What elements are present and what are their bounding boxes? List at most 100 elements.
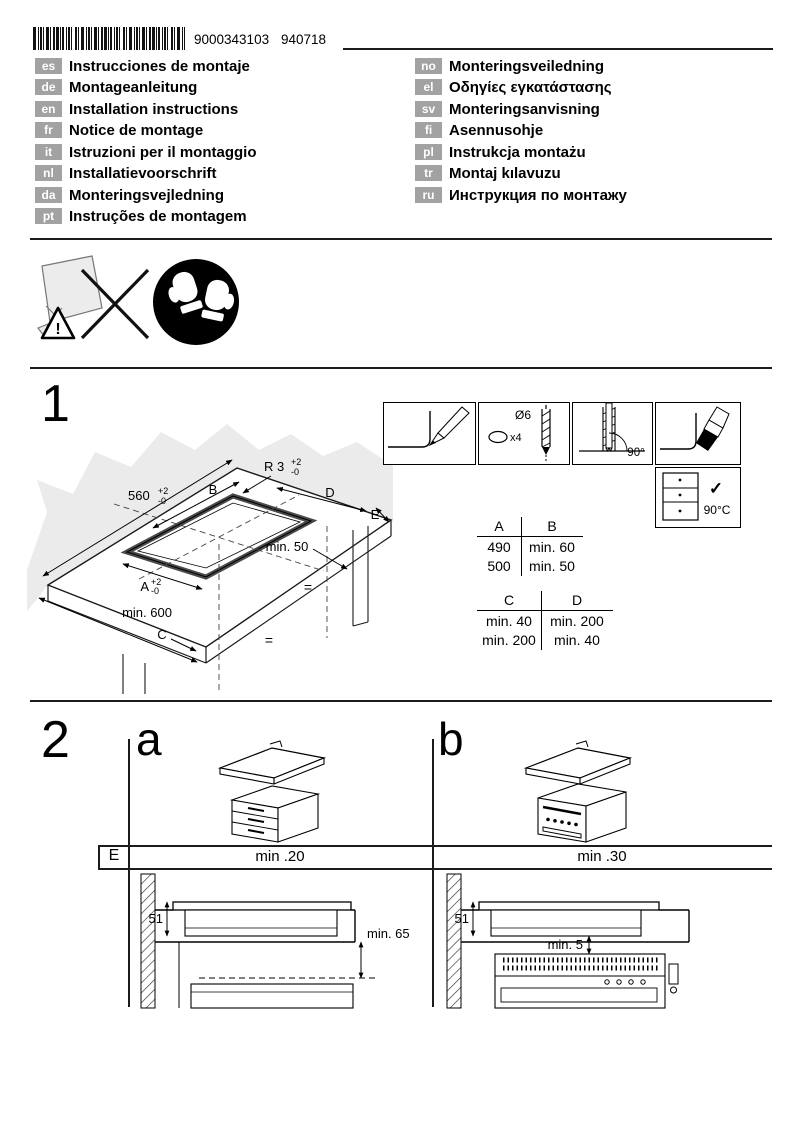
oven-below-b <box>494 953 666 1009</box>
broken-glass-warning-icon: ! <box>37 255 150 340</box>
saw-angle-label: 90° <box>627 447 644 459</box>
language-row-es: es Instrucciones de montaje <box>35 57 250 75</box>
language-row-sv: sv Monteringsanvisning <box>415 100 600 118</box>
mounting-bracket <box>668 963 679 985</box>
language-code-badge: en <box>35 101 62 117</box>
e-row-top-line <box>98 845 772 847</box>
oven-door <box>500 987 658 1003</box>
detail-box-saw-cut: 90° <box>572 402 653 465</box>
table-cd-cell: min. 40 <box>486 613 532 629</box>
language-title: Notice de montage <box>69 121 204 139</box>
gap-a-value: min .20 <box>255 848 305 865</box>
table-ab-header-a: A <box>494 518 504 534</box>
language-code-badge: de <box>35 79 62 95</box>
table-cd: C D min. 40 min. 200 min. 200 min. 40 <box>477 591 613 650</box>
language-row-pl: pl Instrukcja montażu <box>415 143 586 161</box>
language-title: Monteringsveiledning <box>449 57 605 75</box>
table-cd-header-c: C <box>503 592 515 608</box>
table-cd-cell: min. 40 <box>554 632 600 648</box>
language-code-badge: pt <box>35 208 62 224</box>
language-row-fi: fi Asennusohje <box>415 121 543 139</box>
wear-gloves-icon <box>153 259 239 345</box>
table-cd-header-d: D <box>571 592 583 608</box>
barcode-number: 9000343103 <box>194 32 270 47</box>
dim-label-b: B <box>209 482 218 497</box>
language-row-da: da Monteringsvejledning <box>35 186 224 204</box>
language-code-badge: da <box>35 187 62 203</box>
table-ab-cell: 500 <box>487 558 511 574</box>
language-title: Οδηγίες εγκατάστασης <box>449 78 612 96</box>
jigsaw-cut-icon: 90° <box>579 402 645 459</box>
detail-box-drill-holes: Ø6 x4 <box>478 402 570 465</box>
step-1-number: 1 <box>41 375 70 433</box>
worktop-profile <box>155 909 356 943</box>
worktop-cutout-diagram: 560 +2 -0 R 3 +2 -0 B D E min. 50 A +2 -… <box>25 424 395 700</box>
language-title: Instrukcja montażu <box>449 143 586 161</box>
language-code-badge: el <box>415 79 442 95</box>
equal-mark-2: = <box>265 632 273 648</box>
dim-a-tol-plus: +2 <box>151 577 161 587</box>
language-title: Montaj kılavuzu <box>449 164 561 182</box>
language-code-badge: no <box>415 58 442 74</box>
sealant-brush-icon <box>660 406 730 451</box>
wall-hatch <box>446 873 462 1009</box>
cabinet-lines <box>122 526 369 694</box>
dim-width-tol-plus: +2 <box>158 486 168 496</box>
dim-label-c: C <box>157 627 166 642</box>
hob-height-a: 51 <box>149 911 163 926</box>
dim-label-e: E <box>371 507 380 522</box>
dim-min600: min. 600 <box>122 605 172 620</box>
language-title: Инструкция по монтажу <box>449 186 627 204</box>
detail-box-heat-resistance: ✓ 90°C <box>655 467 741 528</box>
gap-b-value: min .30 <box>577 848 627 865</box>
clearance-a: min. 65 <box>367 926 410 941</box>
dim-radius-tol-plus: +2 <box>291 457 301 467</box>
dim-width-tol-minus: -0 <box>158 496 166 506</box>
hob-top-plate <box>478 901 660 911</box>
table-ab-column-divider <box>521 517 523 576</box>
dim-label-d: D <box>325 485 334 500</box>
table-cd-header-divider <box>477 610 613 612</box>
pencil-marking-icon <box>388 406 470 448</box>
language-row-it: it Istruzioni per il montaggio <box>35 143 257 161</box>
header-divider <box>343 48 773 50</box>
variant-b-label: b <box>438 713 464 765</box>
check-mark: ✓ <box>709 479 723 498</box>
language-row-el: el Οδηγίες εγκατάστασης <box>415 78 612 96</box>
dim-a-tol-minus: -0 <box>151 586 159 596</box>
language-code-badge: es <box>35 58 62 74</box>
table-ab-header-b: B <box>547 518 557 534</box>
drawer-unit-isometric <box>217 740 327 843</box>
cross-out-icon <box>80 268 150 340</box>
temperature-limit-label: 90°C <box>704 503 731 517</box>
step-2-number: 2 <box>41 711 70 769</box>
hole-count-label: x4 <box>510 432 522 444</box>
hob-height-b: 51 <box>455 911 469 926</box>
worktop-profile <box>461 909 690 943</box>
table-ab-header-divider <box>477 536 583 538</box>
detail-box-mark-outline <box>383 402 476 465</box>
language-title: Istruzioni per il montaggio <box>69 143 257 161</box>
date-code: 940718 <box>281 32 327 47</box>
variant-a-divider <box>128 739 130 1007</box>
language-title: Instruções de montagem <box>69 207 247 225</box>
table-ab-cell: 490 <box>487 539 511 555</box>
language-code-badge: it <box>35 144 62 160</box>
variant-a-label: a <box>136 713 162 765</box>
appliance-below-a <box>190 983 354 1009</box>
dim-width: 560 <box>128 488 150 503</box>
language-title: Instrucciones de montaje <box>69 57 250 75</box>
e-row-label: E <box>108 847 120 864</box>
clearance-b: min. 5 <box>548 937 583 952</box>
divider-section1 <box>30 367 772 369</box>
table-cd-cell: min. 200 <box>482 632 536 648</box>
drill-icon: Ø6 x4 <box>488 405 551 461</box>
hob-top-plate <box>172 901 352 911</box>
language-code-badge: ru <box>415 187 442 203</box>
language-row-nl: nl Installatievoorschrift <box>35 164 217 182</box>
divider-top <box>30 238 772 240</box>
dim-radius-tol-minus: -0 <box>291 467 299 477</box>
e-row-left-cap <box>98 845 100 870</box>
cross-section-a: 51 min. 65 <box>140 873 410 1009</box>
